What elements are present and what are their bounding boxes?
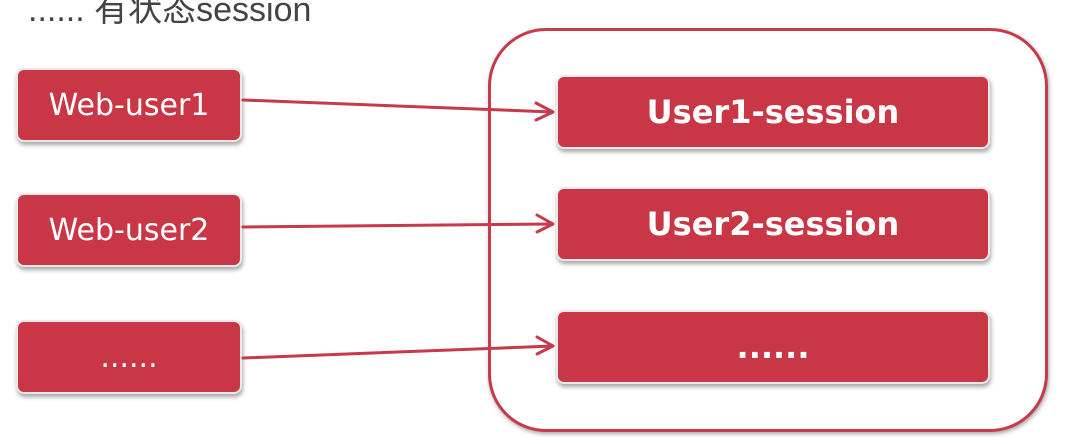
web-user2-box: Web-user2	[16, 193, 242, 267]
user1-session-label: User1-session	[646, 93, 900, 131]
user1-session-box: User1-session	[556, 75, 990, 149]
web-user1-box: Web-user1	[16, 68, 242, 142]
web-user1-label: Web-user1	[48, 87, 210, 123]
page-title: ...... 有状态session	[28, 0, 312, 29]
session-more-box: ......	[556, 310, 990, 384]
web-user-more-label: ......	[100, 339, 158, 375]
session-more-label: ......	[736, 328, 810, 366]
web-user-more-box: ......	[16, 320, 242, 394]
user2-session-box: User2-session	[556, 187, 990, 261]
web-user2-label: Web-user2	[48, 212, 210, 248]
user2-session-label: User2-session	[646, 205, 900, 243]
